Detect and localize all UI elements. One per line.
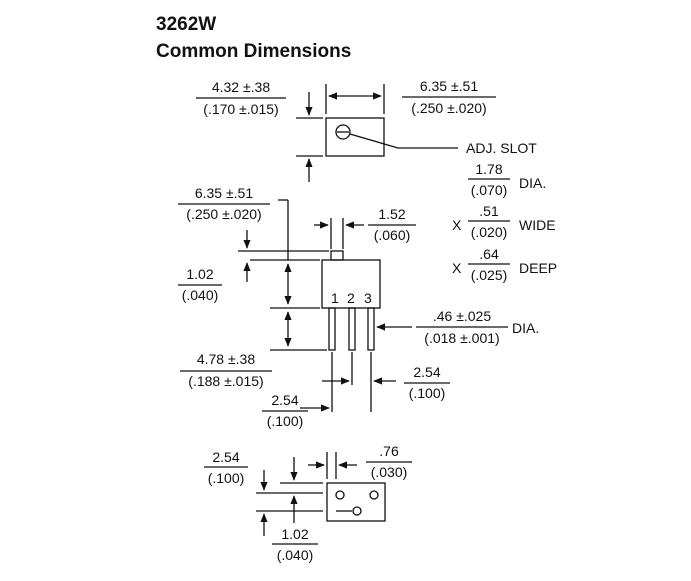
adj-slot-icon <box>335 124 351 140</box>
body-height-nominal: 6.35 ±.51 <box>195 185 253 201</box>
pitch-right-nominal: 2.54 <box>413 364 440 380</box>
slot-deep-inch: (.025) <box>471 267 508 283</box>
pin-dia-nominal: .46 ±.025 <box>433 308 491 324</box>
body-height-inch: (.250 ±.020) <box>186 206 261 222</box>
row-pitch-nominal: 2.54 <box>212 449 239 465</box>
offset-inch: (.030) <box>371 464 408 480</box>
slot-deep-suffix: DEEP <box>519 260 557 276</box>
bottom-view-body <box>326 482 386 522</box>
knob-width-inch: (.060) <box>374 227 411 243</box>
width-nominal-label: 6.35 ±.51 <box>420 78 478 94</box>
slot-deep-nominal: .64 <box>479 246 499 262</box>
bottom-view <box>204 452 412 545</box>
slot-wide-prefix: X <box>452 217 462 233</box>
slot-dia-nominal: 1.78 <box>475 161 502 177</box>
slot-dia-suffix: DIA. <box>519 175 546 191</box>
pin-dia-suffix: DIA. <box>512 320 539 336</box>
pitch-left-nominal: 2.54 <box>271 392 298 408</box>
pin-number-3: 3 <box>364 290 372 306</box>
slot-wide-inch: (.020) <box>471 224 508 240</box>
knob-height-inch: (.040) <box>182 287 219 303</box>
pin-1 <box>328 307 336 351</box>
slot-deep-prefix: X <box>452 260 462 276</box>
pin-number-2: 2 <box>347 290 355 306</box>
side-view-labels: 1 2 3 6.35 ±.51 (.250 ±.020) 1.52 (.060)… <box>182 185 540 429</box>
pin-hole <box>352 506 362 516</box>
adj-slot-label: ADJ. SLOT <box>466 140 537 156</box>
side-view <box>178 199 508 412</box>
adj-slot-leader <box>349 133 458 149</box>
height-nominal-label: 4.32 ±.38 <box>212 79 270 95</box>
offset-nominal: .76 <box>379 443 399 459</box>
pin-3 <box>367 307 375 351</box>
pitch-right-inch: (.100) <box>409 385 446 401</box>
pin-length-nominal: 4.78 ±.38 <box>197 351 255 367</box>
knob-height-nominal: 1.02 <box>186 266 213 282</box>
pin-2 <box>348 307 356 351</box>
bottom-view-labels: 2.54 (.100) .76 (.030) 1.02 (.040) <box>208 443 408 563</box>
pin-hole <box>369 490 379 500</box>
knob-width-nominal: 1.52 <box>378 206 405 222</box>
pitch-left-inch: (.100) <box>267 413 304 429</box>
top-view-body <box>325 117 385 157</box>
pin-hole <box>335 490 345 500</box>
bottom-offset-inch: (.040) <box>277 547 314 563</box>
pin-length-inch: (.188 ±.015) <box>188 373 263 389</box>
slot-wide-nominal: .51 <box>479 203 499 219</box>
width-inch-label: (.250 ±.020) <box>411 100 486 116</box>
page-subtitle: Common Dimensions <box>156 41 351 62</box>
bottom-offset-nominal: 1.02 <box>281 526 308 542</box>
top-view <box>196 84 510 265</box>
height-inch-label: (.170 ±.015) <box>203 101 278 117</box>
model-title: 3262W <box>156 14 216 35</box>
pin-dia-inch: (.018 ±.001) <box>424 330 499 346</box>
slot-dia-inch: (.070) <box>471 182 508 198</box>
slot-wide-suffix: WIDE <box>519 217 556 233</box>
adjust-knob <box>330 250 344 261</box>
pin-number-1: 1 <box>331 290 339 306</box>
row-pitch-inch: (.100) <box>208 470 245 486</box>
top-view-labels: 4.32 ±.38 (.170 ±.015) 6.35 ±.51 (.250 ±… <box>203 78 557 283</box>
